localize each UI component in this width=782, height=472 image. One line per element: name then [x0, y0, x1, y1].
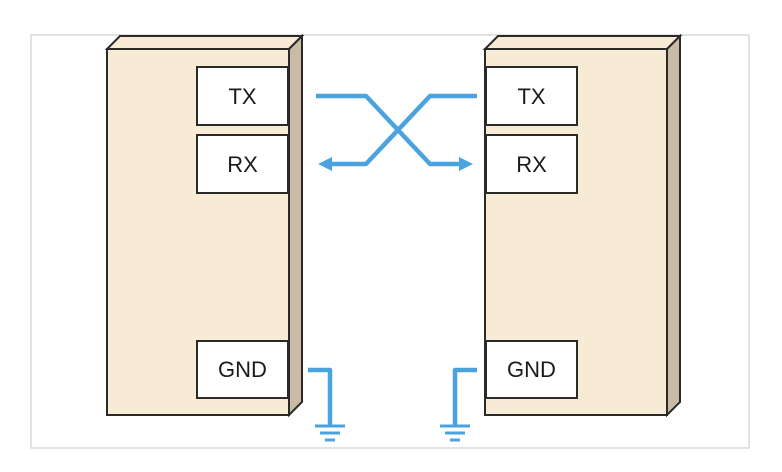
right-gnd-pin: GND [485, 340, 578, 399]
left-ground-icon [315, 424, 345, 442]
right-rx-box [485, 134, 578, 194]
right-ground-wire [452, 367, 477, 425]
left-tx-box [196, 66, 289, 126]
right-ground [440, 367, 477, 442]
left-gnd-label: GND [218, 357, 267, 382]
left-device-side [288, 33, 303, 418]
left-rx-pin: RX [196, 134, 289, 194]
right-device-side [666, 33, 681, 418]
left-rx-box [196, 134, 289, 194]
left-device-top [104, 35, 305, 50]
right-tx-box [485, 66, 578, 126]
left-tx-pin: TX [196, 66, 289, 126]
right-rx-label: RX [516, 152, 547, 177]
left-ground [308, 367, 345, 442]
right-device: TX RX GND [482, 33, 683, 418]
crossover-wires [316, 93, 477, 167]
right-ground-icon [440, 424, 470, 442]
right-device-top [482, 35, 683, 50]
right-gnd-box [485, 340, 578, 399]
right-rx-pin: RX [485, 134, 578, 194]
left-rx-label: RX [227, 152, 258, 177]
left-gnd-box [196, 340, 289, 399]
left-ground-wire [308, 367, 333, 425]
left-gnd-pin: GND [196, 340, 289, 399]
right-tx-pin: TX [485, 66, 578, 126]
wire-right-tx-to-left-rx [331, 93, 477, 167]
arrow-left-rx-arrowhead [318, 157, 332, 171]
left-device: TX RX GND [104, 33, 305, 418]
right-tx-label: TX [517, 84, 545, 109]
left-tx-label: TX [228, 84, 256, 109]
right-gnd-label: GND [507, 357, 556, 382]
arrow-right-rx-arrowhead [459, 157, 473, 171]
